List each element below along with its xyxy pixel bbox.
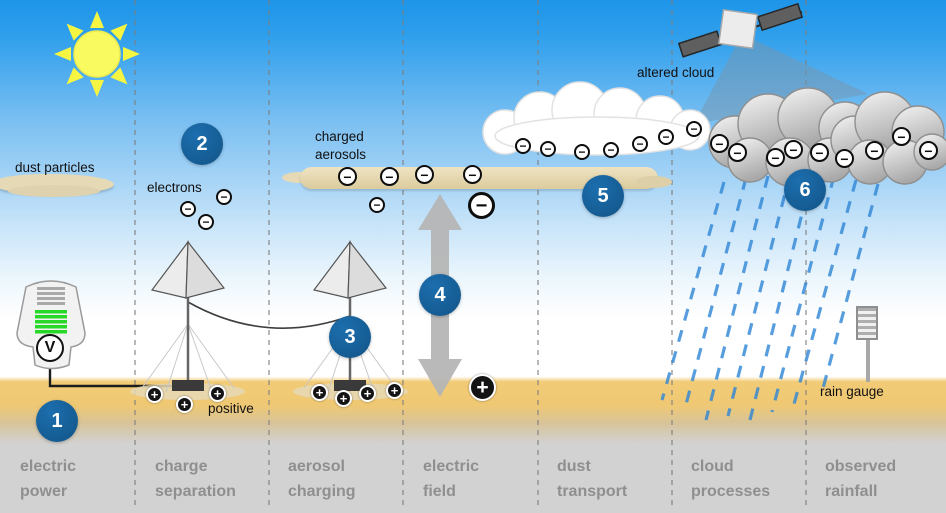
step-badge-1: 1: [36, 400, 78, 442]
stage-label-electric-power: electric power: [20, 455, 76, 505]
cloud-minus-icon: −: [710, 134, 729, 153]
aerosol-minus-icon: −: [369, 197, 385, 213]
step-badge-4: 4: [419, 274, 461, 316]
cloud-minus-icon: −: [632, 136, 648, 152]
power-cable: [48, 362, 176, 388]
cloud-minus-icon: −: [603, 142, 619, 158]
cloud-minus-icon: −: [574, 144, 590, 160]
positive-ion-icon: +: [359, 385, 376, 402]
step-badge-6: 6: [784, 169, 826, 211]
cloud-minus-icon: −: [865, 141, 884, 160]
rain-streaks: [660, 173, 880, 421]
antenna-tower: [141, 240, 235, 393]
column-divider: [537, 0, 539, 505]
charged-aerosols-label: charged aerosols: [315, 128, 366, 163]
sun-icon: [54, 11, 140, 97]
charged-aerosols-line1: charged: [315, 129, 364, 144]
positive-ion-icon: +: [146, 386, 163, 403]
cloud-minus-icon: −: [784, 140, 803, 159]
stage-line: transport: [557, 482, 628, 500]
field-minus-icon: −: [468, 192, 495, 219]
stage-line: cloud: [691, 458, 734, 475]
positive-ion-icon: +: [386, 382, 403, 399]
cloud-minus-icon: −: [919, 141, 938, 160]
column-divider: [805, 0, 807, 505]
step-badge-2: 2: [181, 123, 223, 165]
positive-ion-icon: +: [209, 385, 226, 402]
positive-ion-icon: +: [176, 396, 193, 413]
stage-line: separation: [155, 482, 236, 500]
aerosol-minus-icon: −: [380, 167, 399, 186]
dust-cloud: [8, 185, 100, 197]
aerosol-minus-icon: −: [338, 167, 357, 186]
stage-line: aerosol: [288, 458, 345, 475]
stage-label-observed-rainfall: observed rainfall: [825, 455, 896, 505]
voltmeter-dial: V: [36, 334, 64, 362]
rain-gauge-pole: [866, 338, 870, 382]
stage-line: processes: [691, 482, 771, 500]
aerosol-minus-icon: −: [463, 165, 482, 184]
stage-line: power: [20, 482, 68, 500]
stage-line: electric: [20, 458, 77, 475]
step-badge-5: 5: [582, 175, 624, 217]
charged-aerosols-line2: aerosols: [315, 146, 367, 162]
stage-label-aerosol-charging: aerosol charging: [288, 455, 356, 505]
stage-label-dust-transport: dust transport: [557, 455, 627, 505]
antenna-wire: [187, 301, 351, 329]
column-divider: [671, 0, 673, 505]
positive-label: positive: [208, 401, 254, 416]
dust-particles-label: dust particles: [15, 160, 95, 175]
stage-line: charge: [155, 458, 208, 475]
white-cloud: [482, 81, 711, 156]
aerosol-minus-icon: −: [415, 165, 434, 184]
field-plus-icon: +: [469, 374, 496, 401]
cloud-minus-icon: −: [835, 149, 854, 168]
aerosol-band: [636, 176, 672, 188]
electrons-label: electrons: [147, 180, 202, 195]
stage-line: field: [423, 482, 456, 500]
column-divider: [402, 0, 404, 505]
electron-minus-icon: −: [198, 214, 214, 230]
satellite-icon: [677, 2, 804, 58]
positive-ion-icon: +: [335, 390, 352, 407]
cloud-minus-icon: −: [540, 141, 556, 157]
stage-label-cloud-processes: cloud processes: [691, 455, 770, 505]
power-unit: [16, 280, 86, 370]
stage-line: rainfall: [825, 482, 878, 500]
stage-line: observed: [825, 458, 897, 475]
electron-minus-icon: −: [216, 189, 232, 205]
cloud-minus-icon: −: [810, 143, 829, 162]
stage-line: electric: [423, 458, 480, 475]
stage-label-charge-separation: charge separation: [155, 455, 236, 505]
altered-cloud-label: altered cloud: [637, 65, 715, 80]
voltmeter-label: V: [44, 339, 56, 356]
cloud-minus-icon: −: [892, 127, 911, 146]
stage-label-electric-field: electric field: [423, 455, 479, 505]
antenna-tower: [303, 240, 397, 393]
cloud-minus-icon: −: [658, 129, 674, 145]
cloud-minus-icon: −: [686, 121, 702, 137]
cloud-minus-icon: −: [515, 138, 531, 154]
positive-ion-icon: +: [311, 384, 328, 401]
step-badge-3: 3: [329, 316, 371, 358]
cloud-minus-icon: −: [728, 143, 747, 162]
column-divider: [134, 0, 136, 505]
stage-line: charging: [288, 482, 356, 500]
rain-gauge-icon: [856, 306, 878, 340]
electron-minus-icon: −: [180, 201, 196, 217]
column-divider: [268, 0, 270, 505]
cloud-minus-icon: −: [766, 148, 785, 167]
stage-line: dust: [557, 458, 591, 475]
rain-gauge-label: rain gauge: [820, 384, 884, 399]
